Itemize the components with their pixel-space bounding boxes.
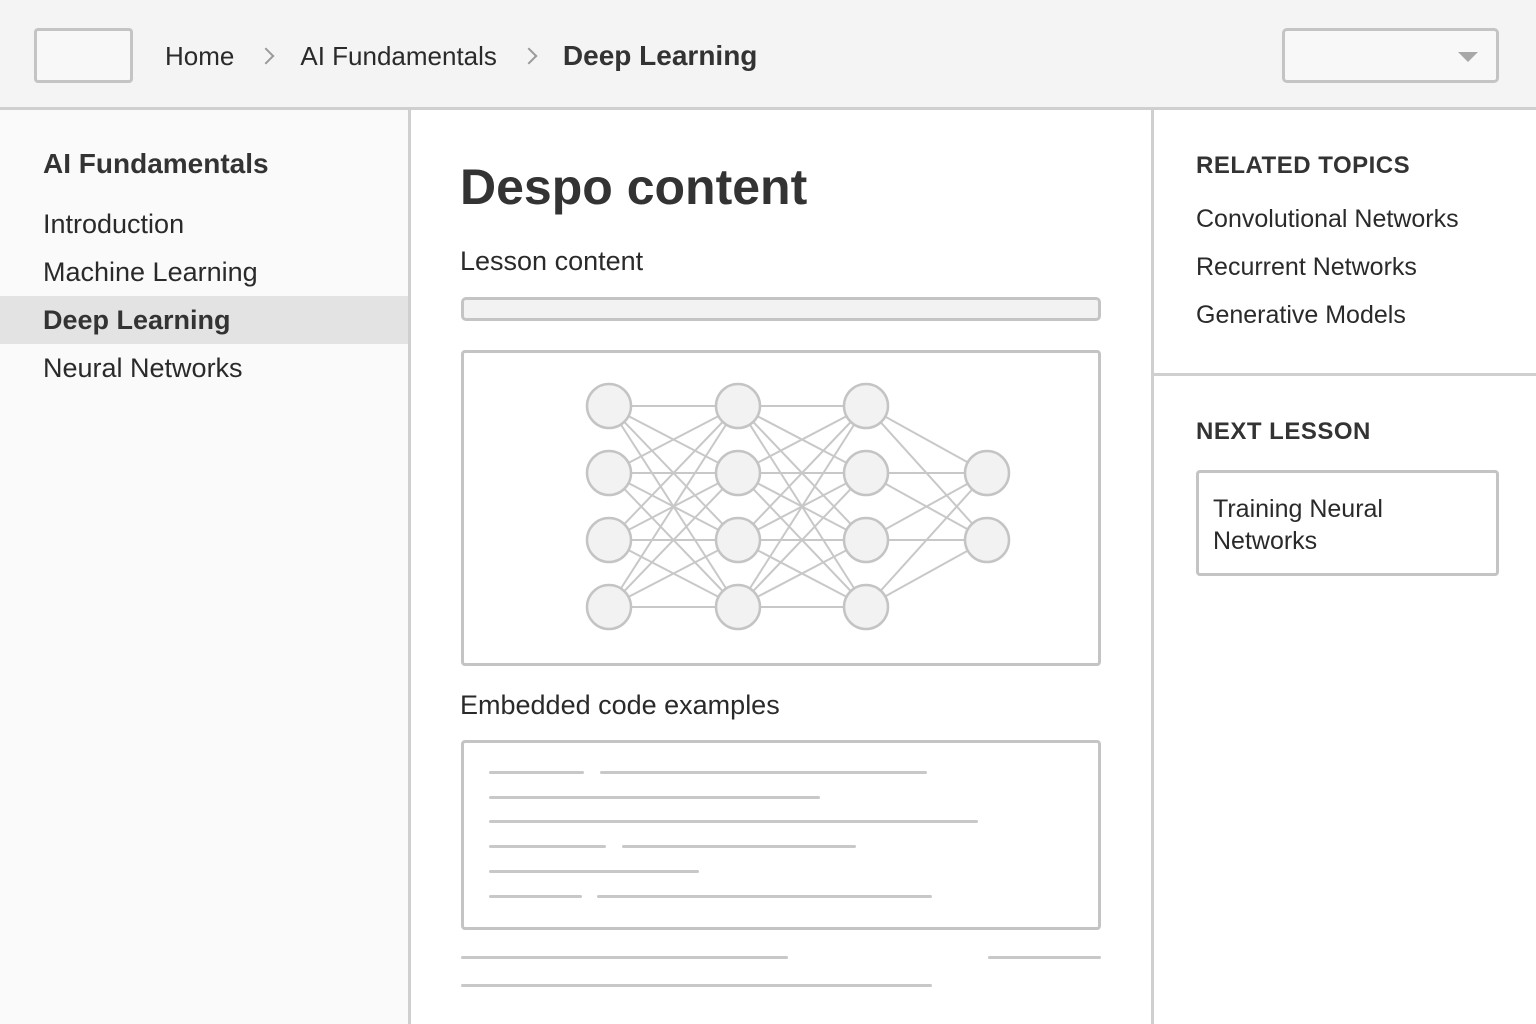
network-node [585,516,633,564]
code-line [489,771,584,774]
breadcrumb-current: Deep Learning [562,40,758,71]
network-node [842,449,890,497]
page-title: Despo content [460,159,808,215]
lesson-progress-bar [461,297,1101,321]
code-line [489,870,699,873]
network-edge [608,472,739,608]
next-lesson-card[interactable]: Training Neural Networks [1196,470,1499,576]
neural-network-diagram-icon [585,382,1011,631]
caret-down-icon [1458,52,1478,62]
text-line [461,956,788,959]
code-line [597,895,932,898]
related-topic-generative[interactable]: Generative Models [1196,301,1406,329]
breadcrumb: Home AI Fundamentals Deep Learning [165,38,757,74]
network-node [963,449,1011,497]
network-edge [737,539,867,608]
chevron-right-icon [257,47,275,65]
breadcrumb-ai-fundamentals[interactable]: AI Fundamentals [300,40,497,71]
network-node [842,516,890,564]
network-edge [608,405,739,474]
code-line [489,845,606,848]
lesson-content-label: Lesson content [460,246,644,276]
code-line [489,796,820,799]
network-edge [737,405,867,474]
code-line [489,820,978,823]
network-node [714,583,762,631]
network-edge [608,405,739,541]
sidebar-nav: Introduction Machine Learning Deep Learn… [0,200,408,392]
sidebar: AI Fundamentals Introduction Machine Lea… [0,110,411,1024]
network-node [842,583,890,631]
related-topics-title: RELATED TOPICS [1196,152,1411,179]
sidebar-item-neural-networks[interactable]: Neural Networks [43,353,243,383]
code-example-box[interactable] [461,740,1101,930]
header-dropdown[interactable] [1282,28,1499,83]
network-node [585,449,633,497]
related-topics-list: Convolutional Networks Recurrent Network… [1196,205,1459,349]
logo-placeholder[interactable] [34,28,133,83]
neural-network-figure [461,350,1101,666]
network-edge [608,405,739,608]
related-topic-recurrent[interactable]: Recurrent Networks [1196,253,1417,281]
network-node [714,516,762,564]
sidebar-item-deep-learning[interactable]: Deep Learning [0,296,408,344]
network-node [714,382,762,430]
network-edge [737,405,867,541]
code-line [489,895,582,898]
network-edge [608,539,739,608]
code-examples-label: Embedded code examples [460,690,780,720]
network-node [585,583,633,631]
network-node [963,516,1011,564]
sidebar-item-introduction[interactable]: Introduction [43,209,185,239]
related-topic-convolutional[interactable]: Convolutional Networks [1196,205,1459,233]
sidebar-title: AI Fundamentals [43,148,269,179]
next-lesson-title: NEXT LESSON [1196,418,1371,445]
breadcrumb-home[interactable]: Home [165,40,235,71]
sidebar-item-machine-learning[interactable]: Machine Learning [43,257,258,287]
network-edge [737,472,867,608]
right-panel: RELATED TOPICS Convolutional Networks Re… [1151,110,1536,1024]
text-line [461,984,932,987]
divider [1154,373,1536,376]
text-line [988,956,1101,959]
code-line [622,845,856,848]
network-edge [865,472,988,608]
network-node [714,449,762,497]
network-edge [737,405,867,608]
chevron-right-icon [520,47,538,65]
network-node [585,382,633,430]
top-bar: Home AI Fundamentals Deep Learning [0,0,1536,110]
code-line [600,771,927,774]
main-content: Despo content Lesson content Embedded co… [411,110,1151,1024]
network-node [842,382,890,430]
